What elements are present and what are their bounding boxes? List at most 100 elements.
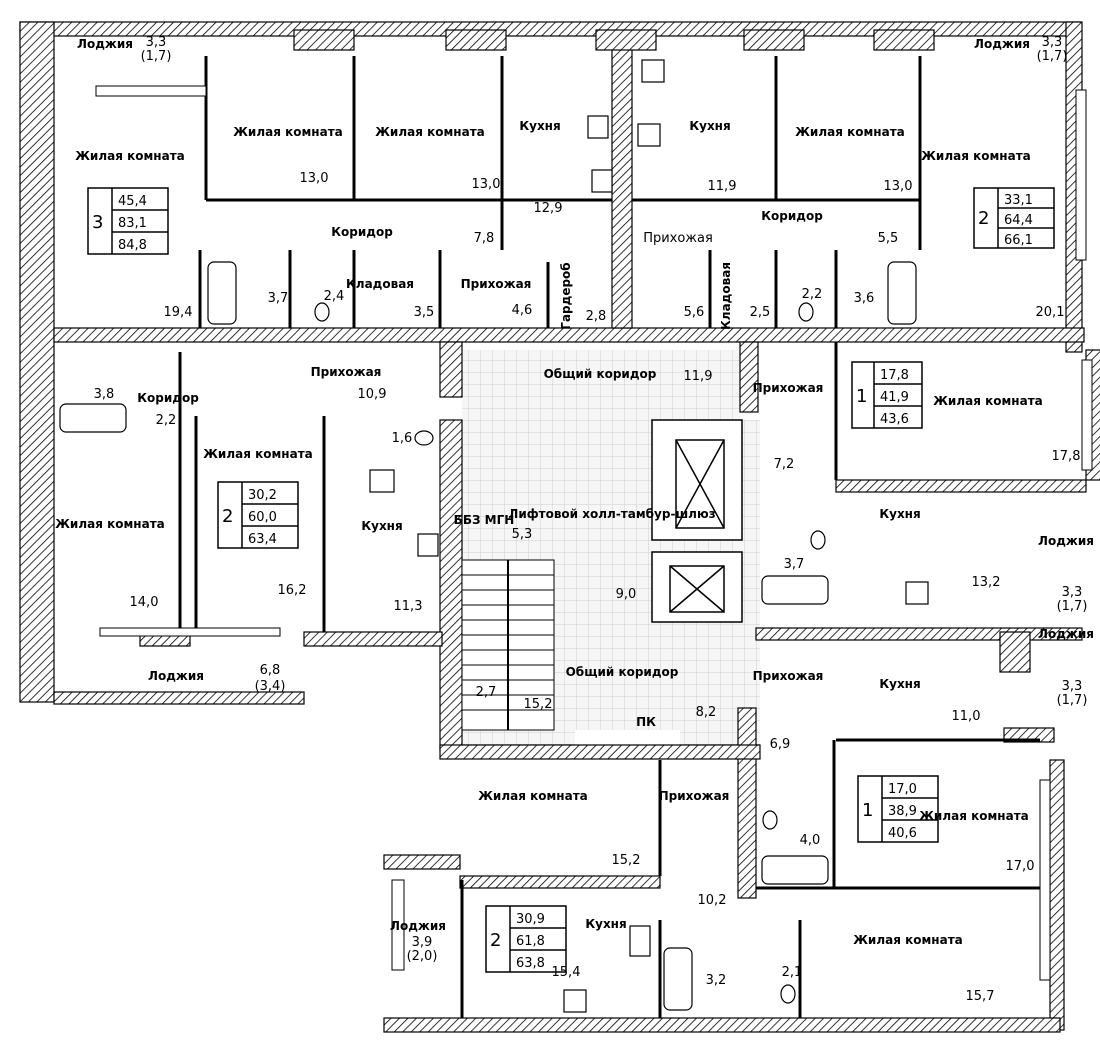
fire-cabinet-label: ПК [636,715,656,729]
loggia-label: Лоджия [974,37,1030,51]
living-room-label: Жилая комната [478,789,588,803]
room-area: 4,0 [800,833,821,848]
room-area: 1,6 [392,431,413,446]
bathtub-icon [761,855,829,885]
loggia-net-area: (1,7) [1057,693,1088,708]
room-area: 5,6 [684,305,705,320]
living-room-label: Жилая комната [55,517,165,531]
room-area: 3,7 [268,291,289,306]
room-area: 5,5 [878,231,899,246]
room-area: 12,9 [534,201,563,216]
room-area: 2,4 [324,289,345,304]
stove-icon [587,115,609,139]
stove-icon [637,123,661,147]
room-area: 15,2 [612,853,641,868]
apt-box-2-top [973,187,1055,249]
room-area: 6,9 [770,737,791,752]
bathtub-icon [663,947,693,1011]
room-area: 2,2 [802,287,823,302]
room-area: 2,7 [476,685,497,700]
loggia-net-area: (2,0) [407,949,438,964]
room-area: 14,0 [130,595,159,610]
loggia-area: 3,9 [412,935,433,950]
toilet-icon [780,984,796,1004]
apt-total-loggia-area: 84,8 [118,238,147,253]
room-area: 5,3 [512,527,533,542]
room-area: 11,9 [708,179,737,194]
storage-label: Кладовая [719,262,733,330]
living-room-label: Жилая комната [375,125,485,139]
apt-box-2-left [217,481,299,549]
apt-total-loggia-area: 43,6 [880,412,909,427]
room-area: 11,3 [394,599,423,614]
stove-icon [641,59,665,83]
apt-rooms: 1 [862,800,873,821]
living-room-label: Жилая комната [933,394,1043,408]
bathtub-icon [59,403,127,433]
corridor-label: Коридор [331,225,393,239]
partitions [178,56,1050,1018]
living-room-label: Жилая комната [921,149,1031,163]
room-area: 3,8 [94,387,115,402]
loggia-net-area: (3,4) [255,679,286,694]
room-area: 2,5 [750,305,771,320]
loggia-area: 3,3 [1042,35,1063,50]
room-areas: 13,0 13,0 12,9 11,9 13,0 19,4 3,7 2,4 3,… [94,171,1081,1004]
apt-box-2-bottom [485,905,567,973]
loggia-area: 3,3 [146,35,167,50]
room-area: 2,1 [782,965,803,980]
bathtub-icon [207,261,237,325]
toilet-icon [314,302,330,322]
living-room-label: Жилая комната [853,933,963,947]
room-area: 3,7 [784,557,805,572]
room-area: 16,2 [278,583,307,598]
apt-total-loggia-area: 63,8 [516,956,545,971]
room-area: 10,9 [358,387,387,402]
room-area: 13,0 [472,177,501,192]
hall-label: Прихожая [643,231,713,246]
apt-box-1-bottom [857,775,939,843]
room-area: 15,2 [524,697,553,712]
loggia-label: Лоджия [1038,534,1094,548]
common-corridor-label: Общий коридор [566,665,679,679]
loggia-area: 6,8 [260,663,281,678]
hall-label: Прихожая [753,381,824,395]
loggia-net-area: (1,7) [1037,49,1068,64]
apt-total-area: 61,8 [516,934,545,949]
corridor-label: Коридор [761,209,823,223]
apt-total-area: 83,1 [118,216,147,231]
windows [95,85,1093,981]
kitchen-label: Кухня [519,119,560,133]
kitchen-label: Кухня [689,119,730,133]
toilet-icon [810,530,826,550]
apt-living-area: 33,1 [1004,193,1033,208]
stove-icon [591,169,613,193]
hall-label: Прихожая [311,365,382,379]
corridor-label: Коридор [137,391,199,405]
apt-living-area: 17,8 [880,368,909,383]
room-area: 15,7 [966,989,995,1004]
loggia-area: 3,3 [1062,585,1083,600]
living-room-label: Жилая комната [203,447,313,461]
room-area: 7,8 [474,231,495,246]
loggia-areas: 3,3 (1,7) 3,3 (1,7) 3,3 (1,7) 3,3 (1,7) … [141,35,1088,964]
apt-box-1-top [851,361,923,429]
kitchen-label: Кухня [361,519,402,533]
elevator-shafts [651,419,743,623]
apt-total-area: 38,9 [888,804,917,819]
storage-label: Гардероб [559,262,573,329]
apt-total-area: 60,0 [248,510,277,525]
room-area: 8,2 [696,705,717,720]
apt-living-area: 17,0 [888,782,917,797]
bathtub-icon [761,575,829,605]
room-area: 3,5 [414,305,435,320]
apt-total-loggia-area: 63,4 [248,532,277,547]
common-corridor-label: Общий коридор [544,367,657,381]
toilet-icon [798,302,814,322]
room-area: 3,6 [854,291,875,306]
room-area: 13,0 [884,179,913,194]
apt-box-3 [87,187,169,255]
storage-label: Кладовая [346,277,414,291]
apt-rooms: 2 [222,506,233,527]
